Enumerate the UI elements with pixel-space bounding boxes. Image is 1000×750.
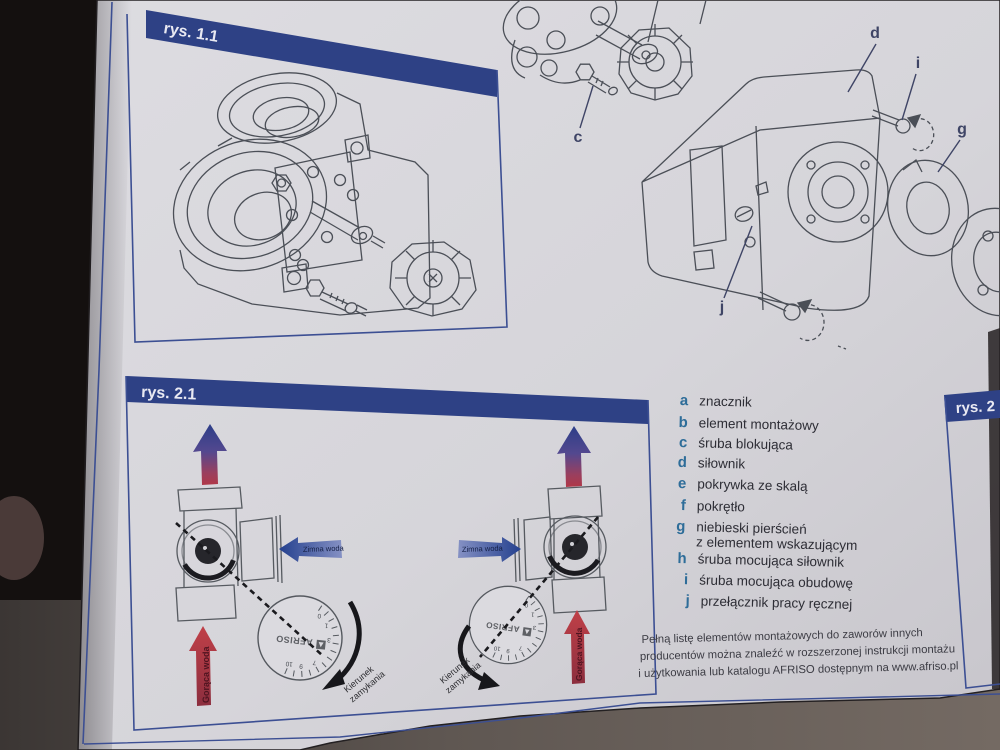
paper-sheet [77,0,1000,750]
svg-text:niebieski pierścień: niebieski pierścień [696,519,807,536]
svg-text:śruba mocująca siłownik: śruba mocująca siłownik [697,551,844,569]
svg-text:3: 3 [532,624,537,630]
svg-text:0: 0 [524,601,529,607]
dial-ticks [284,605,339,677]
dial-left: AFRISO 0 1 3 7 9 10 [257,595,343,681]
figure-2-2-title-bar [944,390,1000,422]
svg-text:3: 3 [326,636,331,643]
svg-text:d: d [677,454,687,471]
exploded-actuator-diagram: c d i g j [502,0,1000,350]
hot-water-label: Gorąca woda [574,627,584,681]
cold-water-label: Zimna woda [462,544,504,554]
hot-water-arrow-left [189,626,217,706]
svg-text:e: e [678,475,687,492]
exploded-line-art [502,0,1000,350]
exploded-leader-lines [579,43,961,299]
smudge-on-table [0,496,44,580]
cold-water-arrow-left [279,537,342,562]
svg-text:g: g [676,518,686,535]
valve-ball-highlight [203,546,207,550]
footnote: Pełną listę elementów montażowych do zaw… [638,627,958,680]
legend-letters: a b c d e f g h i j [676,392,690,609]
page-border-left [82,1,113,745]
mixed-water-arrow-up [193,424,227,485]
valve-right-line-art [513,485,607,614]
svg-text:10: 10 [493,644,501,651]
svg-text:h: h [677,550,687,567]
label-g: g [957,121,967,138]
hot-water-label: Gorąca woda [201,645,211,703]
closing-arrowhead-right [478,672,500,690]
mixed-water-arrow-up [557,426,591,487]
figure-2-2-title: rys. 2 [955,398,995,417]
svg-text:b: b [678,414,688,431]
cold-water-arrow-right [458,537,521,562]
svg-text:0: 0 [317,612,322,619]
valve-sector-arc-right [547,555,601,576]
svg-text:śruba blokująca: śruba blokująca [698,435,793,452]
label-d: d [870,25,880,42]
svg-text:9: 9 [299,662,304,669]
valve-ball-highlight [570,542,574,546]
svg-text:pokrętło: pokrętło [697,498,745,514]
valve-sector-arc-left [182,559,236,581]
figure-2-1-box: rys. 2.1 Zimna woda Gorąc [125,375,657,731]
valve-ball-right [562,534,588,560]
svg-text:j: j [684,592,690,609]
closing-arrowhead-left [322,669,345,690]
dial-scale-numbers: 0 1 3 7 9 10 [493,601,537,653]
svg-text:śruba mocująca obudowę: śruba mocująca obudowę [699,572,853,590]
parts-legend: a b c d e f g h i j znacznik element mon… [676,392,858,612]
cold-water-label: Zimna woda [303,544,345,554]
page-border-bottom [83,693,1000,745]
svg-text:f: f [681,497,687,514]
figure-1-1-box: rys. 1.1 [126,10,508,343]
closing-direction-arrow-right [457,624,486,683]
dashed-axis-right [479,516,599,658]
valve-body-line-art [172,72,477,317]
svg-text:a: a [680,392,689,409]
figure-2-2-box-partial: rys. 2 [944,390,1000,689]
svg-text:9: 9 [505,647,510,653]
svg-text:i: i [684,571,689,588]
label-j: j [719,299,724,316]
exploded-letters: c d i g j [574,25,967,316]
figure-1-1-title-bar [146,10,497,97]
figure-1-1-border [126,13,508,343]
svg-text:7: 7 [518,644,523,650]
figure-2-1-border [125,375,657,731]
hot-water-arrow-right [564,610,590,684]
closing-direction-arrow-left [334,600,362,683]
dial-scale-numbers: 0 1 3 7 9 10 [285,612,331,670]
svg-text:1: 1 [530,610,535,616]
svg-text:element montażowy: element montażowy [699,415,820,433]
svg-text:1: 1 [324,621,329,628]
svg-text:7: 7 [312,658,317,665]
svg-text:przełącznik pracy ręcznej: przełącznik pracy ręcznej [701,593,853,611]
label-c: c [574,129,583,146]
svg-text:siłownik: siłownik [698,455,746,471]
svg-text:z elementem wskazującym: z elementem wskazującym [696,534,858,553]
figure-2-1-title: rys. 2.1 [141,384,197,403]
figure-2-1-title-bar [126,376,648,424]
svg-text:znacznik: znacznik [699,393,752,409]
svg-text:c: c [679,434,688,451]
dashed-axis-left [175,522,323,656]
legend-labels: znacznik element montażowy śruba blokują… [696,393,858,612]
svg-text:10: 10 [285,660,293,668]
dial-ticks [492,595,544,661]
label-i: i [916,55,920,72]
svg-text:pokrywka ze skalą: pokrywka ze skalą [697,476,808,494]
figure-2-2-border [944,397,1000,689]
flow-diagram-right: Zimna woda Gorąca woda AFRISO 0 1 3 [438,426,607,695]
